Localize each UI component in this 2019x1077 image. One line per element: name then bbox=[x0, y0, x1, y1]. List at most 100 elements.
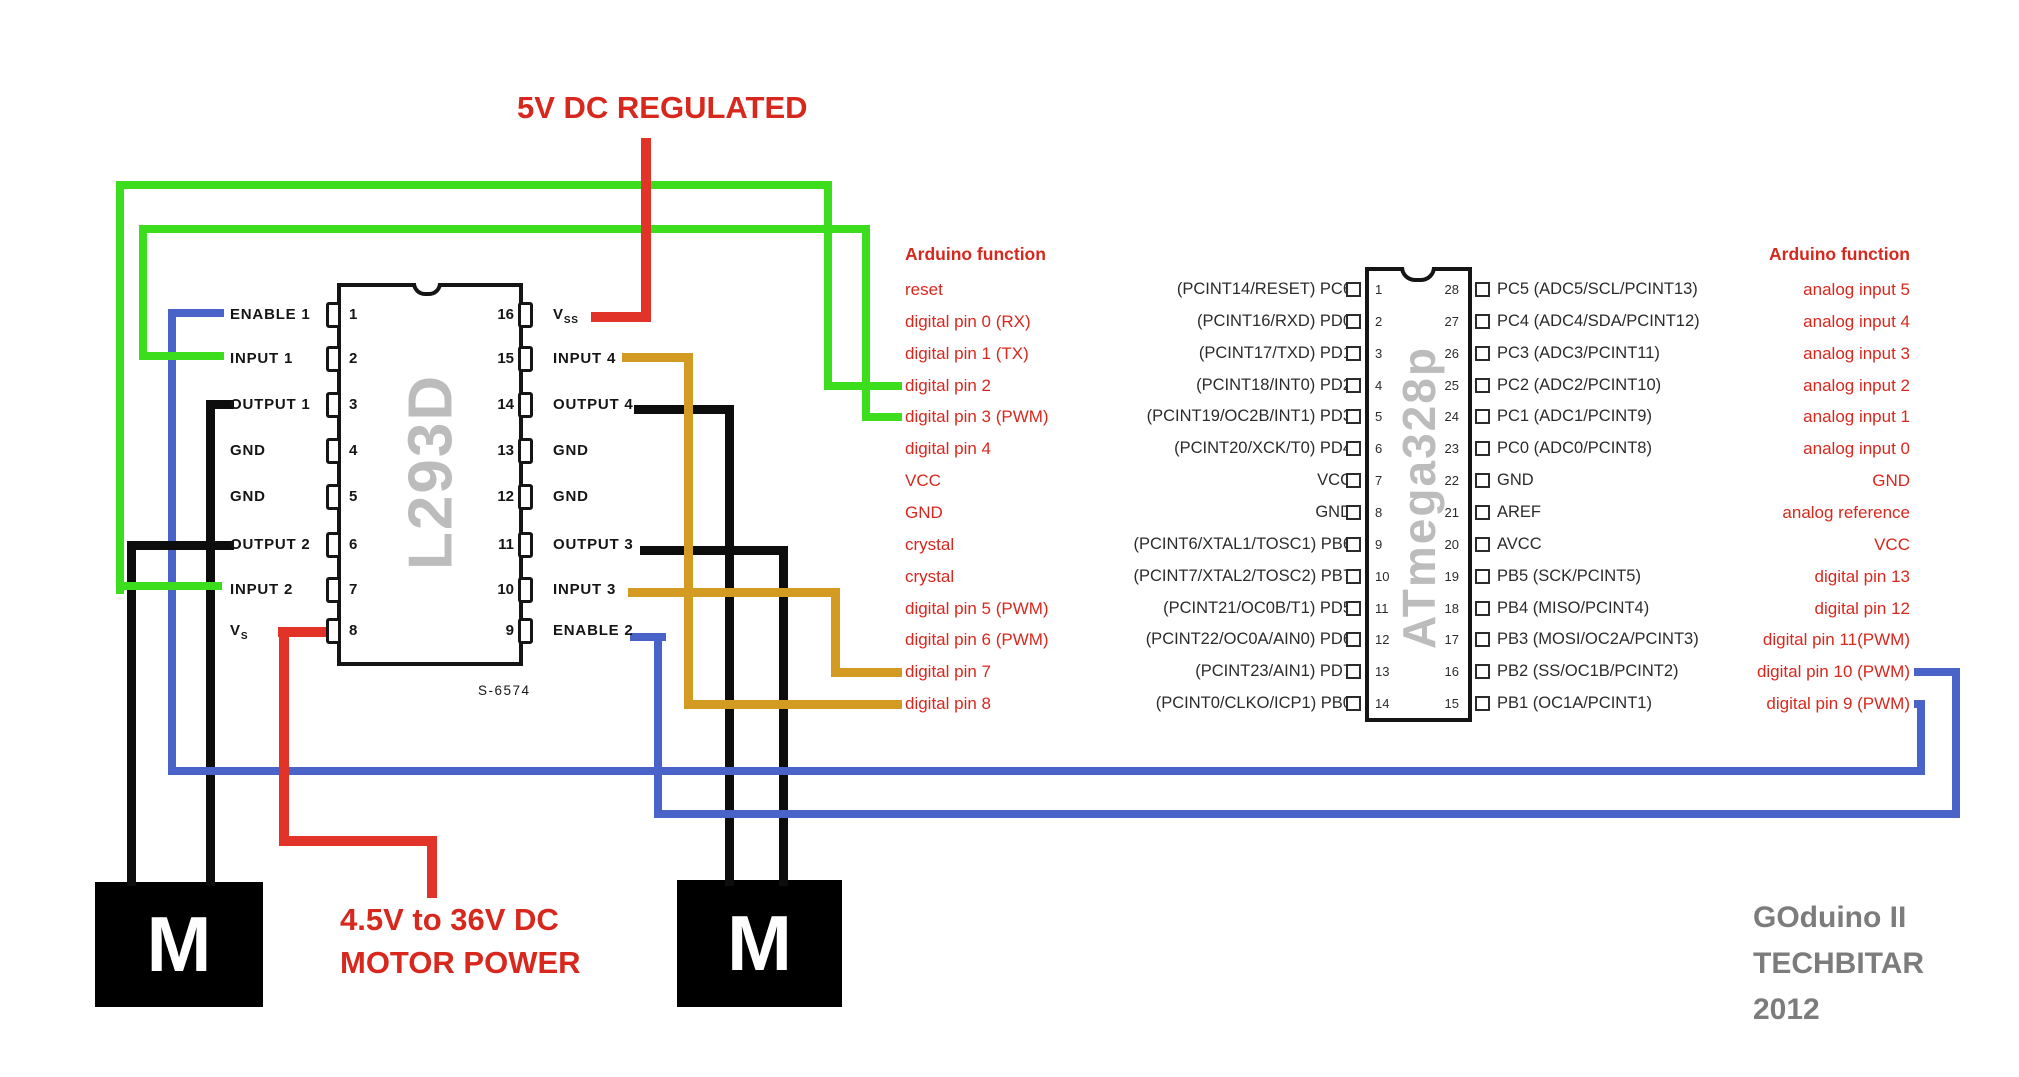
l293d-pin-box bbox=[326, 484, 341, 510]
l293d-pin-box bbox=[326, 392, 341, 418]
atmega-arduino-function-header-right: Arduino function bbox=[1769, 244, 1910, 264]
l293d-pin-number: 4 bbox=[349, 442, 358, 459]
atmega-signal-label-left: (PCINT14/RESET) PC6 bbox=[1176, 280, 1352, 298]
atmega-signal-label-left: (PCINT18/INT0) PD2 bbox=[1196, 376, 1352, 394]
wire-input2-to-digital-pin-2 bbox=[824, 181, 832, 390]
atmega-signal-label-left: (PCINT0/CLKO/ICP1) PB0 bbox=[1155, 694, 1352, 712]
atmega-pin-number-left: 7 bbox=[1375, 473, 1383, 488]
atmega-pin-box bbox=[1346, 696, 1361, 711]
wire-enable1-to-digital-pin-9 bbox=[1914, 700, 1925, 708]
wire-input1-to-digital-pin-3 bbox=[139, 352, 224, 360]
pin-label-subscript: S bbox=[240, 631, 249, 642]
motor-label: M bbox=[727, 899, 792, 987]
atmega-signal-label-left: (PCINT7/XTAL2/TOSC2) PB7 bbox=[1133, 567, 1352, 585]
atmega-arduino-function-right: analog input 3 bbox=[1803, 344, 1910, 363]
atmega-signal-label-right: PC0 (ADC0/PCINT8) bbox=[1497, 439, 1652, 457]
wire-input4-to-digital-pin-8 bbox=[622, 353, 693, 362]
atmega-signal-label-left: (PCINT21/OC0B/T1) PD5 bbox=[1163, 599, 1352, 617]
wire-5v-regulated-to-vss bbox=[591, 312, 651, 322]
wire-enable2-to-digital-pin-10 bbox=[654, 633, 662, 818]
atmega-pin-number-left: 14 bbox=[1375, 696, 1390, 711]
l293d-pin-label: INPUT 3 bbox=[553, 581, 617, 598]
atmega-pin-number-left: 8 bbox=[1375, 505, 1383, 520]
motor-power-label-line1: 4.5V to 36V DC bbox=[340, 902, 559, 937]
wire-enable2-to-digital-pin-10 bbox=[630, 633, 666, 641]
atmega-pin-box bbox=[1346, 505, 1361, 520]
atmega-pin-box bbox=[1475, 282, 1490, 297]
atmega-signal-label-right: PB2 (SS/OC1B/PCINT2) bbox=[1497, 662, 1679, 680]
atmega-pin-number-left: 3 bbox=[1375, 346, 1383, 361]
atmega-arduino-function-right: GND bbox=[1872, 471, 1910, 490]
atmega-arduino-function-left: digital pin 8 bbox=[905, 694, 992, 713]
l293d-pin-box bbox=[326, 577, 341, 603]
wire-vs-to-motor-power bbox=[279, 627, 289, 846]
atmega-signal-label-left: (PCINT6/XTAL1/TOSC1) PB6 bbox=[1133, 535, 1352, 553]
l293d-pin-label: VS bbox=[230, 622, 249, 642]
wire-input1-to-digital-pin-3 bbox=[862, 413, 902, 421]
atmega-signal-label-right: PC3 (ADC3/PCINT11) bbox=[1497, 344, 1660, 362]
atmega-signal-label-left: GND bbox=[1315, 503, 1352, 521]
atmega-pin-number-right: 16 bbox=[1444, 664, 1459, 679]
l293d-pin-number: 1 bbox=[349, 306, 358, 323]
l293d-pin-number: 13 bbox=[497, 442, 514, 459]
l293d-pin-box bbox=[518, 346, 533, 372]
atmega-arduino-function-right: analog input 4 bbox=[1803, 312, 1910, 331]
atmega-arduino-function-right: analog reference bbox=[1782, 503, 1910, 522]
wire-input4-to-digital-pin-8 bbox=[684, 353, 693, 709]
atmega-arduino-function-right: digital pin 11(PWM) bbox=[1762, 630, 1910, 649]
atmega-signal-label-right: PB1 (OC1A/PCINT1) bbox=[1497, 694, 1652, 712]
atmega-arduino-function-right: analog input 2 bbox=[1803, 376, 1910, 395]
atmega328p-chip-name: ATmega328p bbox=[1393, 346, 1445, 650]
atmega-pin-box bbox=[1346, 282, 1361, 297]
atmega-signal-label-left: (PCINT23/AIN1) PD7 bbox=[1195, 662, 1352, 680]
atmega-pin-box bbox=[1475, 569, 1490, 584]
wire-input1-to-digital-pin-3 bbox=[862, 225, 870, 421]
atmega-arduino-function-right: digital pin 10 (PWM) bbox=[1756, 662, 1910, 681]
atmega-pin-box bbox=[1475, 473, 1490, 488]
l293d-pin-box bbox=[518, 438, 533, 464]
atmega-pin-number-left: 2 bbox=[1375, 314, 1383, 329]
l293d-pin-box bbox=[518, 302, 533, 328]
atmega-signal-label-right: PB4 (MISO/PCINT4) bbox=[1497, 599, 1650, 617]
atmega-pin-box bbox=[1475, 409, 1490, 424]
atmega-signal-label-right: PC2 (ADC2/PCINT10) bbox=[1497, 376, 1662, 394]
motor-label: M bbox=[146, 900, 212, 988]
l293d-pin-number: 2 bbox=[349, 350, 358, 367]
wire-output3-to-motor2 bbox=[640, 546, 788, 555]
wire-output2-to-motor1 bbox=[127, 541, 234, 550]
l293d-pin-label: GND bbox=[230, 488, 266, 505]
wire-5v-regulated-to-vss bbox=[641, 138, 651, 322]
atmega-pin-number-right: 19 bbox=[1444, 569, 1459, 584]
l293d-pin-label: OUTPUT 3 bbox=[553, 536, 634, 553]
atmega-pin-box bbox=[1346, 473, 1361, 488]
atmega-signal-label-left: (PCINT22/OC0A/AIN0) PD6 bbox=[1145, 630, 1352, 648]
atmega-pin-number-left: 9 bbox=[1375, 537, 1383, 552]
l293d-pin-number: 15 bbox=[497, 350, 514, 367]
atmega-arduino-function-right: analog input 5 bbox=[1803, 280, 1910, 299]
l293d-pin-box bbox=[518, 392, 533, 418]
atmega-signal-label-left: (PCINT16/RXD) PD0 bbox=[1197, 312, 1352, 330]
atmega-pin-box bbox=[1475, 346, 1490, 361]
l293d-pin-box bbox=[518, 484, 533, 510]
wire-input3-to-digital-pin-7 bbox=[831, 668, 902, 677]
credit-line-3: 2012 bbox=[1753, 993, 1820, 1026]
atmega-pin-number-right: 24 bbox=[1444, 409, 1459, 424]
atmega-pin-number-right: 20 bbox=[1444, 537, 1459, 552]
wire-input3-to-digital-pin-7 bbox=[628, 588, 840, 597]
atmega-arduino-function-left: digital pin 6 (PWM) bbox=[905, 630, 1049, 649]
l293d-pin-label: OUTPUT 4 bbox=[553, 396, 634, 413]
l293d-pin-label: ENABLE 2 bbox=[553, 622, 634, 639]
wire-output1-to-motor1 bbox=[206, 400, 215, 886]
regulated-5v-label: 5V DC REGULATED bbox=[517, 90, 808, 125]
wire-vs-to-motor-power bbox=[427, 836, 437, 898]
atmega-pin-box bbox=[1346, 664, 1361, 679]
l293d-pin-number: 7 bbox=[349, 581, 358, 598]
atmega-pin-number-right: 22 bbox=[1444, 473, 1459, 488]
l293d-pin-number: 8 bbox=[349, 622, 358, 639]
wire-enable2-to-digital-pin-10 bbox=[654, 810, 1960, 818]
wire-input4-to-digital-pin-8 bbox=[684, 700, 902, 709]
l293d-pin-number: 3 bbox=[349, 396, 358, 413]
wire-enable2-to-digital-pin-10 bbox=[1952, 668, 1960, 818]
atmega-signal-label-left: (PCINT17/TXD) PD1 bbox=[1198, 344, 1352, 362]
atmega-pin-box bbox=[1346, 409, 1361, 424]
